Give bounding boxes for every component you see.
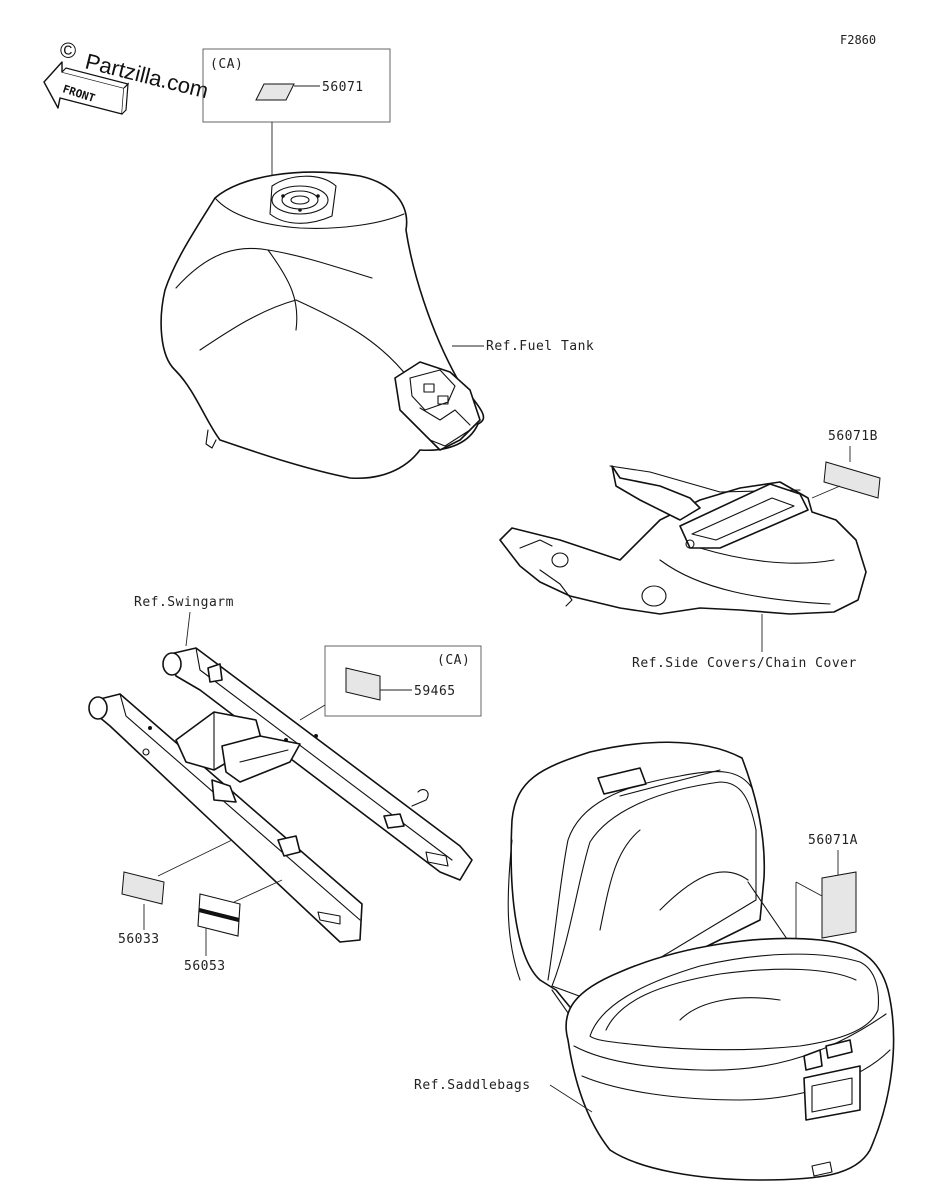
copyright-symbol: © bbox=[60, 38, 76, 63]
part-56071B-label[interactable]: 56071B bbox=[828, 429, 878, 444]
fuel-tank-drawing bbox=[160, 171, 485, 480]
saddlebags-reference[interactable]: Ref.Saddlebags bbox=[414, 1078, 531, 1093]
side-cover-drawing bbox=[499, 465, 867, 615]
decal-56033-icon bbox=[121, 871, 165, 905]
decal-56071-icon bbox=[255, 83, 295, 101]
figure-code: F2860 bbox=[840, 33, 876, 47]
swingarm-drawing bbox=[88, 647, 473, 943]
part-56071A-label[interactable]: 56071A bbox=[808, 833, 858, 848]
fuel-tank-region-label: (CA) bbox=[210, 57, 243, 72]
decal-56071A-icon bbox=[821, 871, 857, 939]
decal-56053-icon bbox=[197, 893, 241, 937]
swingarm-label-box bbox=[324, 645, 482, 717]
part-59465-label[interactable]: 59465 bbox=[414, 684, 456, 699]
side-covers-group: 56071B Ref.Side Covers/Chain Cover bbox=[499, 429, 881, 671]
swingarm-reference[interactable]: Ref.Swingarm bbox=[134, 595, 234, 610]
front-arrow-icon: FRONT bbox=[43, 61, 130, 115]
fuel-tank-group: (CA) 56071 bbox=[160, 48, 594, 480]
decal-59465-icon bbox=[345, 667, 381, 701]
saddlebag-group: 56071A bbox=[414, 741, 895, 1181]
fuel-tank-reference[interactable]: Ref.Fuel Tank bbox=[486, 339, 594, 354]
swingarm-group: Ref.Swingarm (CA) 59465 bbox=[88, 595, 482, 974]
decal-56071B-icon bbox=[823, 461, 881, 499]
part-56071-label[interactable]: 56071 bbox=[322, 80, 364, 95]
fuel-tank-label-box bbox=[202, 48, 391, 123]
part-56033-label[interactable]: 56033 bbox=[118, 932, 160, 947]
swingarm-region-label: (CA) bbox=[437, 653, 470, 668]
side-covers-reference[interactable]: Ref.Side Covers/Chain Cover bbox=[632, 656, 857, 671]
part-56053-label[interactable]: 56053 bbox=[184, 959, 226, 974]
saddlebag-drawing bbox=[507, 741, 895, 1181]
